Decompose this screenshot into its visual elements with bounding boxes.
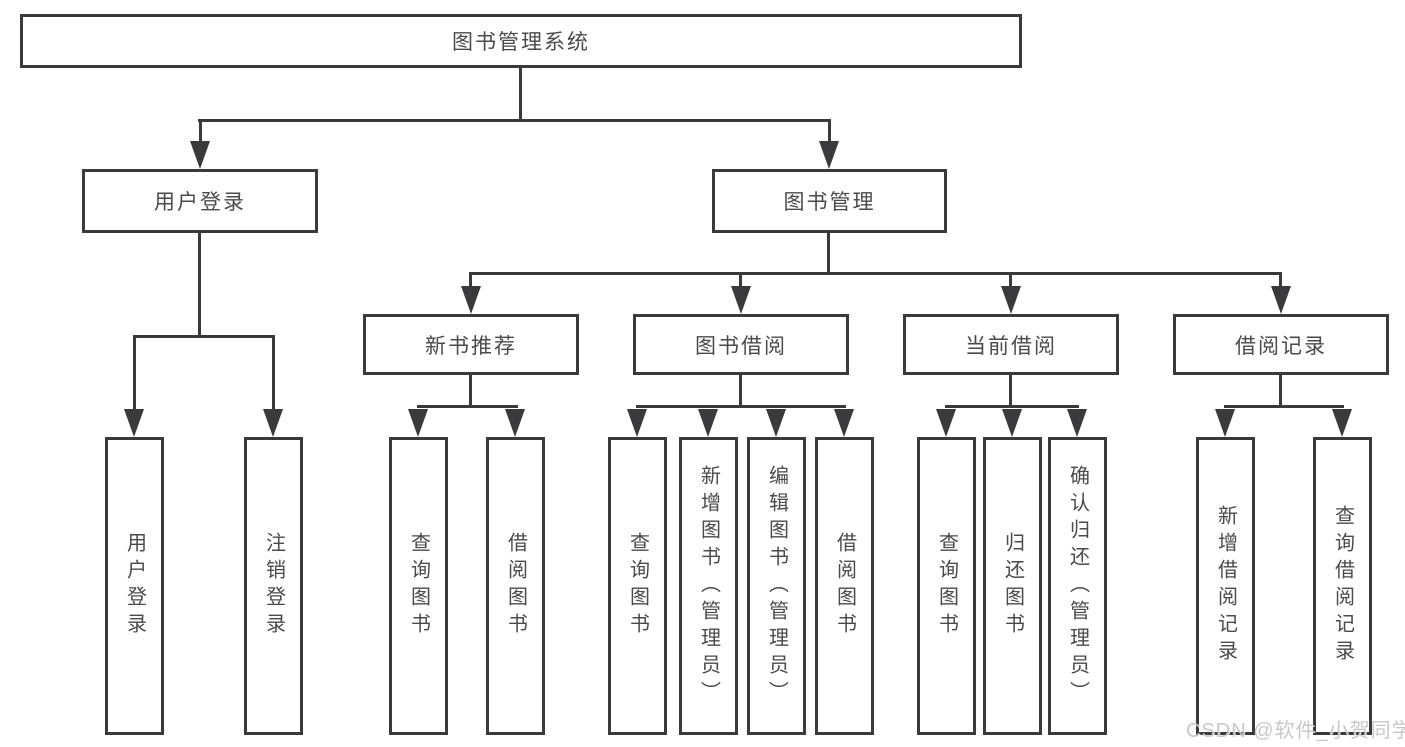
leaf-confirm-return-admin: 确认归还（管理员） <box>1048 437 1107 735</box>
connector-vline <box>198 233 201 335</box>
connector-vline <box>1009 275 1012 287</box>
connector-vline <box>739 275 742 287</box>
connector-hline <box>417 405 518 408</box>
leaf-add-book-admin: 新增图书（管理员） <box>679 437 738 735</box>
connector-vline <box>469 275 472 287</box>
arrow-down-icon <box>1271 286 1291 314</box>
arrow-down-icon <box>1215 409 1235 437</box>
arrow-down-icon <box>936 409 956 437</box>
connector-vline <box>133 338 136 410</box>
leaf-edit-book-admin: 编辑图书（管理员） <box>747 437 806 735</box>
connector-vline <box>1009 375 1012 405</box>
node-book-borrow: 图书借阅 <box>633 314 849 375</box>
connector-vline <box>827 233 830 272</box>
connector-vline <box>519 68 522 120</box>
arrow-down-icon <box>408 409 428 437</box>
leaf-query-borrow-record: 查询借阅记录 <box>1313 437 1372 735</box>
leaf-query-book-recommend: 查询图书 <box>389 437 448 735</box>
arrow-down-icon <box>834 409 854 437</box>
node-root: 图书管理系统 <box>20 14 1022 68</box>
connector-vline <box>1279 275 1282 287</box>
leaf-borrow-book-recommend: 借阅图书 <box>486 437 545 735</box>
leaf-logout: 注销登录 <box>244 437 303 735</box>
leaf-query-book-borrow: 查询图书 <box>608 437 667 735</box>
connector-hline <box>198 119 831 122</box>
node-user-login: 用户登录 <box>82 169 318 233</box>
arrow-down-icon <box>731 286 751 314</box>
connector-hline <box>945 405 1079 408</box>
connector-vline <box>272 338 275 410</box>
connector-vline <box>739 375 742 405</box>
arrow-down-icon <box>698 409 718 437</box>
arrow-down-icon <box>766 409 786 437</box>
node-current-borrow: 当前借阅 <box>903 314 1119 375</box>
arrow-down-icon <box>1002 409 1022 437</box>
leaf-return-book: 归还图书 <box>983 437 1042 735</box>
leaf-user-login: 用户登录 <box>105 437 164 735</box>
connector-vline <box>469 375 472 405</box>
arrow-down-icon <box>1067 409 1087 437</box>
arrow-down-icon <box>1332 409 1352 437</box>
leaf-query-book-current: 查询图书 <box>917 437 976 735</box>
arrow-down-icon <box>627 409 647 437</box>
node-book-management: 图书管理 <box>712 169 947 233</box>
arrow-down-icon <box>819 141 839 169</box>
leaf-add-borrow-record: 新增借阅记录 <box>1196 437 1255 735</box>
node-borrow-records: 借阅记录 <box>1173 314 1389 375</box>
node-new-book-recommend: 新书推荐 <box>363 314 579 375</box>
arrow-down-icon <box>1001 286 1021 314</box>
leaf-borrow-book: 借阅图书 <box>815 437 874 735</box>
arrow-down-icon <box>190 141 210 169</box>
connector-vline <box>199 122 202 142</box>
connector-hline <box>636 405 846 408</box>
watermark: CSDN @软件_小贺同学 <box>1186 720 1405 742</box>
arrow-down-icon <box>505 409 525 437</box>
connector-vline <box>828 122 831 142</box>
arrow-down-icon <box>461 286 481 314</box>
connector-vline <box>1279 375 1282 405</box>
connector-hline <box>469 272 1282 275</box>
connector-hline <box>1224 405 1344 408</box>
arrow-down-icon <box>263 409 283 437</box>
arrow-down-icon <box>124 409 144 437</box>
connector-hline <box>133 335 275 338</box>
